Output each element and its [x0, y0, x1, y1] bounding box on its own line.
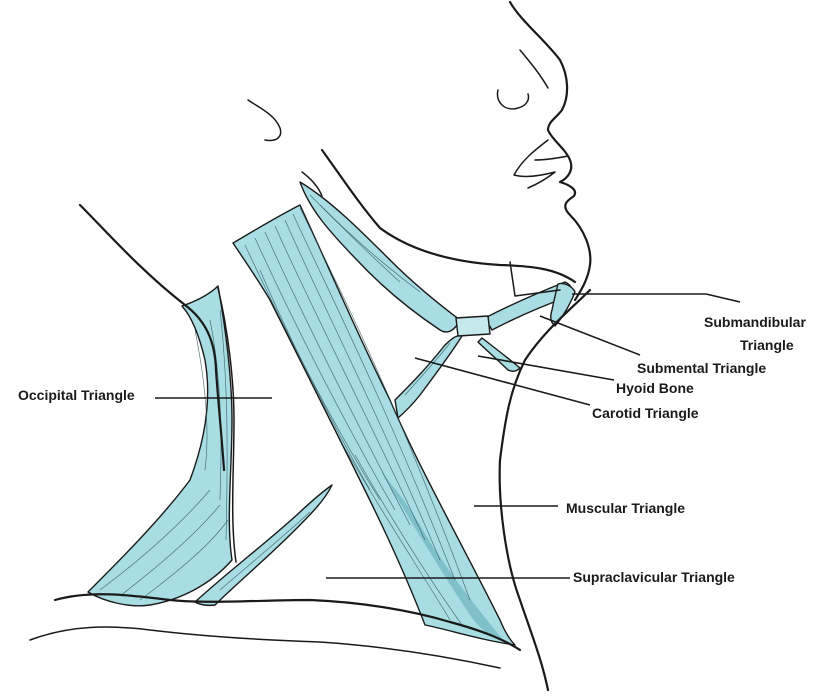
hyoid-bone-shape — [455, 315, 491, 337]
shoulder-outline — [53, 593, 522, 652]
omohyoid-superior-belly — [394, 334, 463, 419]
label-muscular-triangle: Muscular Triangle — [566, 500, 685, 516]
mandible-inner-line — [509, 261, 561, 297]
anterior-neck-outline — [498, 288, 592, 692]
muscle-fibers — [99, 194, 471, 626]
label-submandibular-line1: Submandibular — [704, 314, 806, 330]
thyrohyoid-muscle — [477, 337, 521, 373]
label-submental-triangle: Submental Triangle — [637, 360, 766, 376]
label-submandibular-line2: Triangle — [740, 337, 794, 353]
nape-outline — [78, 203, 226, 472]
omohyoid-inferior-belly — [194, 484, 333, 607]
leader-submandibular-2 — [705, 293, 741, 303]
label-occipital-triangle: Occipital Triangle — [18, 387, 135, 403]
scm-shadow — [380, 470, 505, 642]
clavicle-lower-outline — [29, 626, 501, 669]
label-carotid-triangle: Carotid Triangle — [592, 405, 699, 421]
leader-carotid — [414, 357, 591, 406]
nostril-outline — [496, 89, 530, 110]
label-supraclavicular-triangle: Supraclavicular Triangle — [573, 569, 735, 585]
digastric-posterior-belly — [299, 181, 461, 333]
lips-outline — [513, 139, 556, 189]
ear-outline — [247, 99, 282, 142]
leader-submental — [539, 315, 641, 356]
mouth-line — [534, 155, 569, 161]
jaw-outline — [320, 148, 577, 284]
label-hyoid-bone: Hyoid Bone — [616, 380, 694, 396]
nose-bridge-line — [519, 49, 549, 89]
trapezius-front-edge — [217, 287, 237, 563]
ear-lobe-line — [301, 171, 323, 197]
trapezius-muscle — [87, 285, 233, 607]
stylohyoid-muscle — [550, 282, 576, 327]
leader-lines — [155, 293, 741, 579]
face-profile-outline — [508, 0, 592, 302]
leader-hyoid — [477, 355, 615, 381]
